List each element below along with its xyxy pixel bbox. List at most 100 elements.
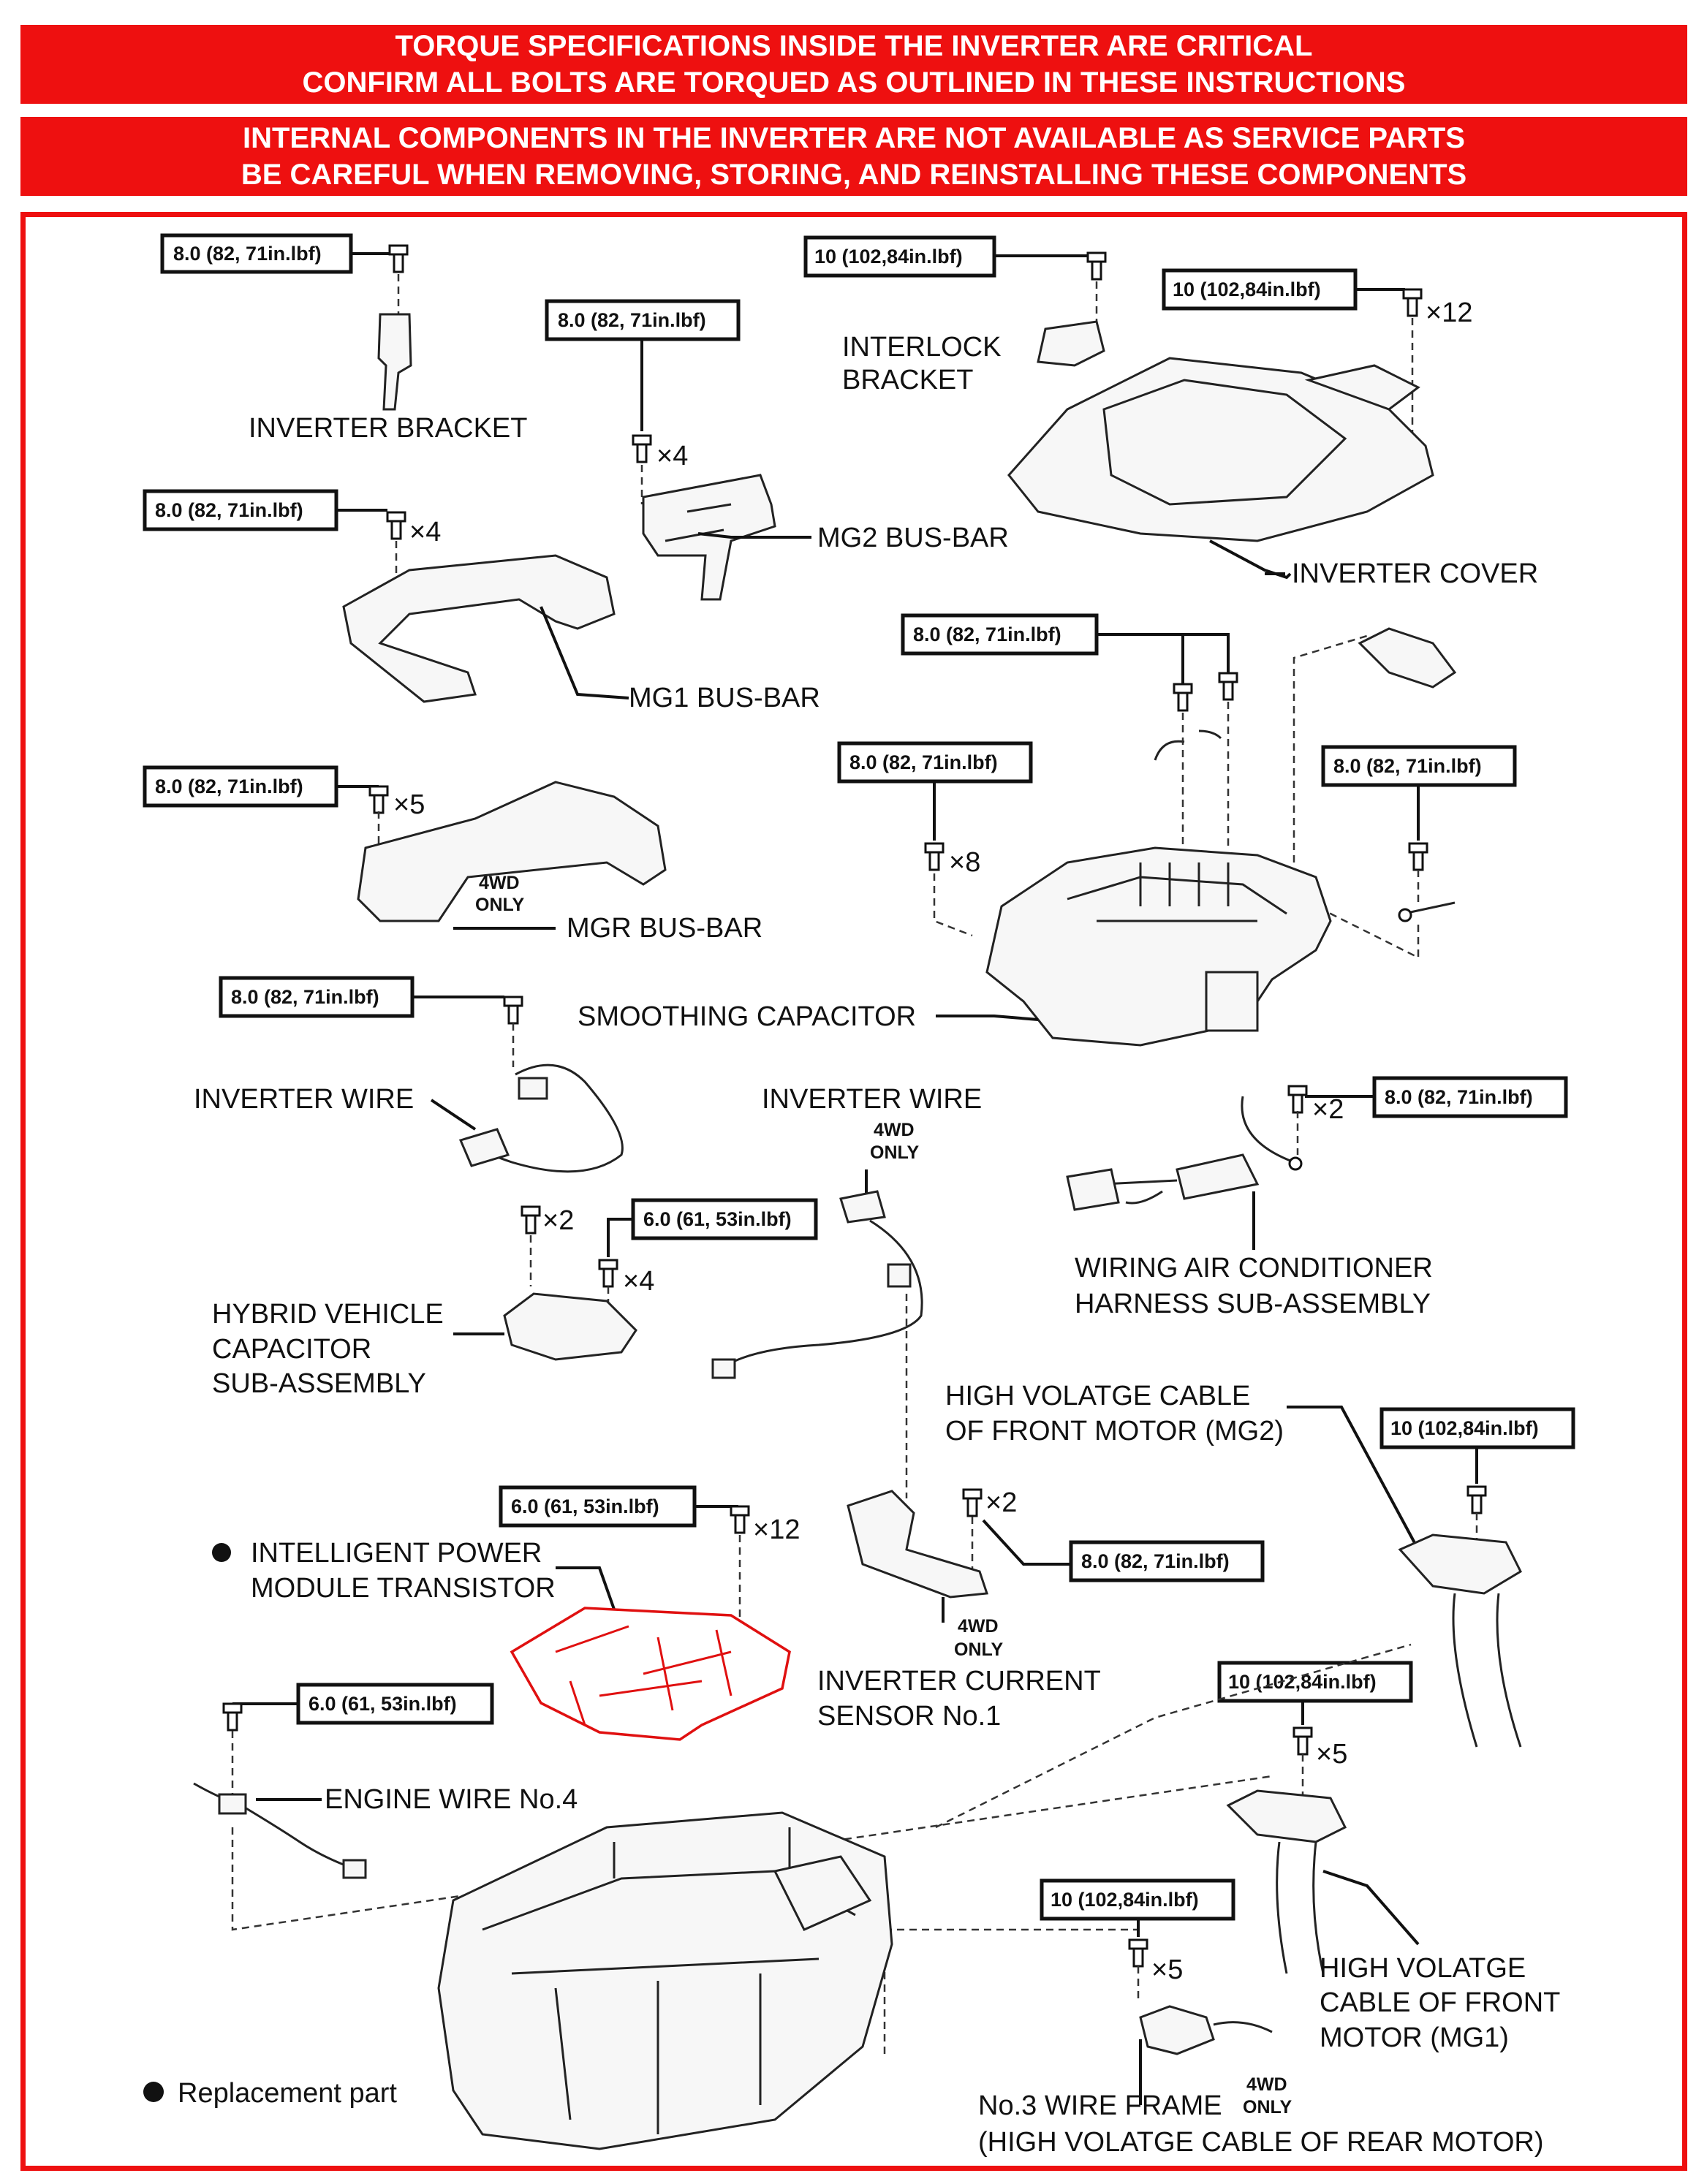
legend-replacement-part: Replacement part [178,2078,397,2109]
torque-box-capacitor-top [901,613,1099,656]
wire-frame-part [1139,2005,1215,2055]
current-sensor-part [847,1490,989,1599]
legend: Replacement part [143,2078,397,2109]
torque-label: 8.0 (82, 71in.lbf) [849,751,998,773]
quantity-label: ×2 [1312,1094,1344,1125]
torque-label: 6.0 (61, 53in.lbf) [309,1693,457,1715]
part-label-engine-wire: ENGINE WIRE No.4 [325,1784,578,1815]
torque-box-current-sensor [1069,1540,1265,1582]
engine-wire-group: 6.0 (61, 53in.lbf) ENGINE WIRE No.4 [193,1683,1273,1931]
torque-label: 8.0 (82, 71in.lbf) [558,309,706,331]
quantity-label: ×5 [393,789,425,820]
bolt-icon [924,842,945,871]
inverter-wire-center-group: INVERTER WIRE 4WD ONLY [711,1084,982,1498]
quantity-label: ×4 [656,441,688,471]
quantity-label: ×2 [985,1487,1017,1518]
part-label-hv-cable-mg1-3: MOTOR (MG1) [1320,2022,1509,2053]
bolt-icon [1173,683,1193,712]
fourwd-line2: ONLY [870,1142,919,1163]
smoothing-capacitor-group: 8.0 (82, 71in.lbf) 8.0 (82, 71in.lbf) ×8… [578,613,1517,1047]
bolt-icon [962,1488,983,1517]
torque-label: 10 (102,84in.lbf) [1228,1671,1377,1693]
torque-label: 10 (102,84in.lbf) [1390,1417,1539,1439]
torque-label: 8.0 (82, 71in.lbf) [1333,755,1482,777]
torque-box-interlock [803,235,996,278]
part-label-inverter-wire-left: INVERTER WIRE [194,1084,414,1115]
torque-label: 10 (102,84in.lbf) [1173,278,1321,300]
torque-label: 10 (102,84in.lbf) [814,246,963,268]
mgr-busbar-part [357,781,667,922]
replacement-part-marker [212,1543,231,1562]
fourwd-line1: 4WD [874,1120,915,1140]
bolt-icon [598,1259,618,1288]
part-label-current-sensor-1: INVERTER CURRENT [817,1666,1101,1696]
inverter-wire-left-group: 8.0 (82, 71in.lbf) INVERTER WIRE [194,976,624,1173]
part-label-wiring-ac-2: HARNESS SUB-ASSEMBLY [1075,1289,1431,1319]
part-label-ipm-2: MODULE TRANSISTOR [251,1573,556,1604]
bolt-icon [632,434,652,463]
replacement-part-legend-marker [143,2082,164,2102]
quantity-label: ×2 [542,1205,574,1236]
mg2-busbar-part [642,474,776,601]
bolt-icon [1466,1485,1487,1514]
connector-part [1358,627,1457,689]
torque-warning-line2: CONFIRM ALL BOLTS ARE TORQUED AS OUTLINE… [302,67,1406,99]
torque-label: 10 (102,84in.lbf) [1051,1889,1199,1911]
inverter-case-group [437,1643,1412,2150]
interlock-bracket-part [1037,320,1105,367]
bolt-icon [222,1702,243,1732]
current-sensor-group: ×2 8.0 (82, 71in.lbf) 4WD ONLY INVERTER … [817,1487,1265,1732]
wiring-ac-part [1241,1096,1295,1164]
bolt-icon [1408,842,1428,871]
bolt-icon [1402,288,1423,317]
torque-box-wiring-ac [1372,1076,1568,1118]
inverter-bracket-group: 8.0 (82, 71in.lbf) INVERTER BRACKET [160,233,527,444]
bolt-icon [1218,672,1238,701]
part-label-wiring-ac-1: WIRING AIR CONDITIONER [1075,1253,1433,1284]
torque-warning-line1: TORQUE SPECIFICATIONS INSIDE THE INVERTE… [395,30,1313,62]
fourwd-line1: 4WD [479,873,520,893]
hv-cable-mg1-part [1226,1789,1347,1843]
bolt-icon [521,1205,541,1235]
part-label-ipm-1: INTELLIGENT POWER [251,1538,542,1569]
torque-box-hv-cable-mg2 [1379,1407,1575,1449]
inverter-bracket-part [377,313,412,411]
bolt-icon [368,785,389,814]
inverter-cover-part [1007,357,1434,542]
part-label-hv-cable-mg2-1: HIGH VOLATGE CABLE [945,1381,1250,1411]
part-label-mg2-busbar: MG2 BUS-BAR [817,523,1009,553]
torque-label: 8.0 (82, 71in.lbf) [155,776,303,797]
torque-box-mgr-busbar [143,765,338,808]
part-label-wire-frame-1: No.3 WIRE FRAME [978,2090,1222,2121]
ipm-transistor-part [510,1607,791,1741]
hv-cable-mg2-group: HIGH VOLATGE CABLE OF FRONT MOTOR (MG2) … [945,1381,1575,1748]
fourwd-line2: ONLY [954,1639,1003,1660]
quantity-label: ×4 [409,517,441,547]
part-label-inverter-bracket: INVERTER BRACKET [249,413,527,444]
torque-box-inverter-wire [219,976,415,1018]
part-label-mgr-busbar: MGR BUS-BAR [567,913,762,944]
part-label-inverter-wire-center: INVERTER WIRE [762,1084,982,1115]
service-parts-warning-line1: INTERNAL COMPONENTS IN THE INVERTER ARE … [243,122,1465,154]
service-parts-warning-banner: INTERNAL COMPONENTS IN THE INVERTER ARE … [20,117,1687,196]
service-parts-warning-line2: BE CAREFUL WHEN REMOVING, STORING, AND R… [241,159,1467,191]
wiring-ac-group: 8.0 (82, 71in.lbf) ×2 WIRING AIR CONDITI… [1066,1076,1568,1319]
bolt-icon [1292,1726,1313,1756]
fourwd-line2: ONLY [1243,2097,1292,2117]
torque-label: 8.0 (82, 71in.lbf) [155,499,303,521]
inverter-case-part [437,1811,893,2150]
hv-capacitor-part [503,1292,637,1361]
quantity-label: ×8 [949,847,980,878]
inverter-wire-center-part [723,1219,923,1368]
quantity-label: ×4 [623,1266,654,1297]
torque-label: 8.0 (82, 71in.lbf) [173,243,322,265]
diagram-frame [20,212,1687,2171]
hv-capacitor-group: ×2 6.0 (61, 53in.lbf) ×4 HYBRID VEHICLE … [212,1198,818,1399]
bolt-icon [1128,1938,1148,1968]
bolt-icon [1287,1085,1308,1114]
torque-box-inverter-cover [1162,268,1358,311]
part-label-hv-cable-mg1-1: HIGH VOLATGE [1320,1953,1526,1984]
quantity-label: ×5 [1316,1739,1347,1770]
mg1-busbar-group: 8.0 (82, 71in.lbf) ×4 MG1 BUS-BAR [143,489,820,713]
